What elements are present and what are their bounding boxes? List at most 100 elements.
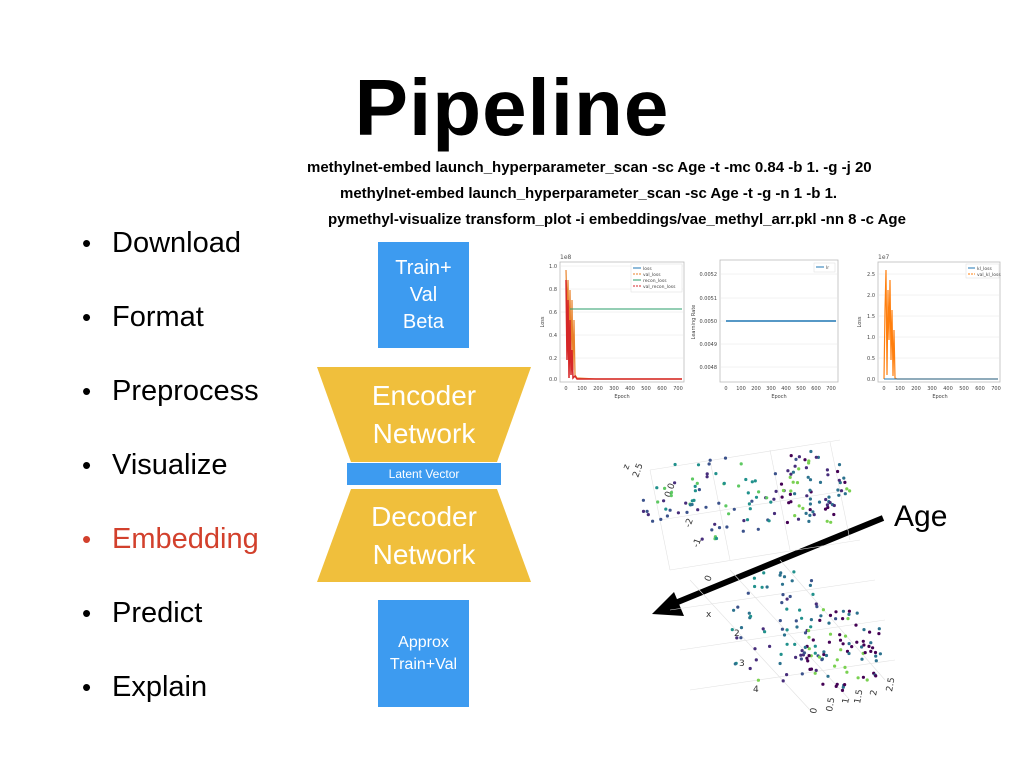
scatter-point <box>794 457 798 461</box>
lr-xtick: 500 <box>796 386 806 392</box>
learning-rate-plot: 0.0052 0.0051 0.0050 0.0049 0.0048 0 100… <box>691 259 839 400</box>
page-title: Pipeline <box>354 63 670 152</box>
embedding-3d-scatter: z 2.5 0.0 -2 -1 0 x 2 3 4 0 0.5 1 1.5 2 … <box>621 439 897 715</box>
kl-ytick: 1.5 <box>867 314 875 320</box>
kl-xtick: 100 <box>895 386 905 392</box>
output-data-label: Approx Train+Val <box>389 633 458 673</box>
scatter-point <box>874 674 878 678</box>
scatter-point <box>808 478 813 482</box>
scatter-point <box>714 472 718 476</box>
scatter-point <box>860 657 864 661</box>
scatter-point <box>789 454 793 458</box>
scatter-point <box>821 682 825 686</box>
scatter-point <box>818 480 823 484</box>
scatter-point <box>845 670 849 674</box>
loss-plot: 1e8 1.0 0.8 0.6 0.4 0.2 0.0 0 100 200 30… <box>540 254 685 400</box>
scatter-point <box>767 519 771 523</box>
scatter-point <box>808 502 812 506</box>
loss-legend: recon_loss <box>643 278 667 284</box>
scatter-point <box>800 616 804 620</box>
kl-xlabel: Epoch <box>932 394 947 400</box>
scatter-z-tick: -1 <box>691 537 703 549</box>
scatter-point <box>781 593 785 597</box>
lr-xtick: 700 <box>826 386 836 392</box>
scatter-point <box>807 647 811 651</box>
kl-xtick: 700 <box>991 386 1001 392</box>
step-embedding: •Embedding <box>82 522 259 555</box>
scatter-x-tick: 4 <box>753 685 759 695</box>
scatter-point <box>760 585 764 589</box>
scatter-point <box>802 651 806 655</box>
scatter-point <box>835 658 839 662</box>
scatter-point <box>855 611 859 615</box>
scatter-point <box>676 511 680 515</box>
scatter-point <box>742 519 746 523</box>
scatter-point <box>756 678 760 682</box>
scatter-point <box>803 458 807 462</box>
scatter-point <box>746 591 750 595</box>
scatter-point <box>841 685 845 689</box>
scatter-point <box>782 633 787 637</box>
scatter-point <box>748 666 752 671</box>
scatter-point <box>813 671 817 675</box>
scatter-point <box>796 517 801 521</box>
lr-xtick: 0 <box>724 386 727 392</box>
scatter-point <box>832 512 836 517</box>
scatter-point <box>862 628 866 632</box>
scatter-point <box>690 502 694 507</box>
scatter-point <box>837 463 842 467</box>
scatter-point <box>754 495 759 499</box>
scatter-point <box>809 625 813 629</box>
scatter-point <box>811 510 815 514</box>
scatter-point <box>793 464 797 468</box>
scatter-point <box>753 584 757 589</box>
scatter-point <box>708 458 712 462</box>
scatter-point <box>785 597 789 601</box>
scatter-y-tick: 0 <box>809 707 820 715</box>
scatter-point <box>797 455 801 459</box>
lr-xtick: 100 <box>736 386 746 392</box>
scatter-point <box>748 507 752 511</box>
scatter-point <box>785 628 789 632</box>
scatter-point <box>737 484 741 488</box>
scatter-point <box>793 514 797 518</box>
scatter-point <box>695 481 699 485</box>
scatter-point <box>732 608 736 612</box>
scatter-point <box>804 466 808 470</box>
scatter-point <box>787 501 791 505</box>
scatter-point <box>641 498 645 502</box>
scatter-point <box>747 611 751 615</box>
scatter-point <box>845 487 849 491</box>
scatter-point <box>865 678 869 682</box>
scatter-point <box>843 665 847 669</box>
scatter-point <box>803 645 807 649</box>
scatter-point <box>750 499 754 503</box>
loss-ytick: 0.2 <box>549 356 557 362</box>
scatter-point <box>662 499 666 503</box>
scatter-point <box>805 656 809 660</box>
lr-xtick: 200 <box>751 386 761 392</box>
scatter-point <box>705 475 709 479</box>
scatter-point <box>793 492 797 496</box>
scatter-point <box>797 467 801 471</box>
scatter-point <box>861 639 865 643</box>
step-predict: •Predict <box>82 596 203 629</box>
scatter-point <box>782 575 787 579</box>
scatter-point <box>863 651 867 655</box>
scatter-point <box>801 506 805 510</box>
scatter-point <box>820 658 824 662</box>
scatter-point <box>811 638 815 642</box>
scatter-point <box>847 651 851 656</box>
scatter-point <box>684 501 688 505</box>
latent-vector-bar: Latent Vector <box>347 463 501 485</box>
scatter-point <box>763 630 767 634</box>
scatter-point <box>828 501 832 505</box>
loss-xtick: 200 <box>593 386 603 392</box>
step-explain: •Explain <box>82 670 208 703</box>
scatter-point <box>814 455 818 459</box>
scatter-point <box>847 609 851 613</box>
scatter-point <box>779 652 783 656</box>
scatter-point <box>798 608 802 612</box>
scatter-point <box>822 650 826 654</box>
loss-xtick: 400 <box>625 386 635 392</box>
